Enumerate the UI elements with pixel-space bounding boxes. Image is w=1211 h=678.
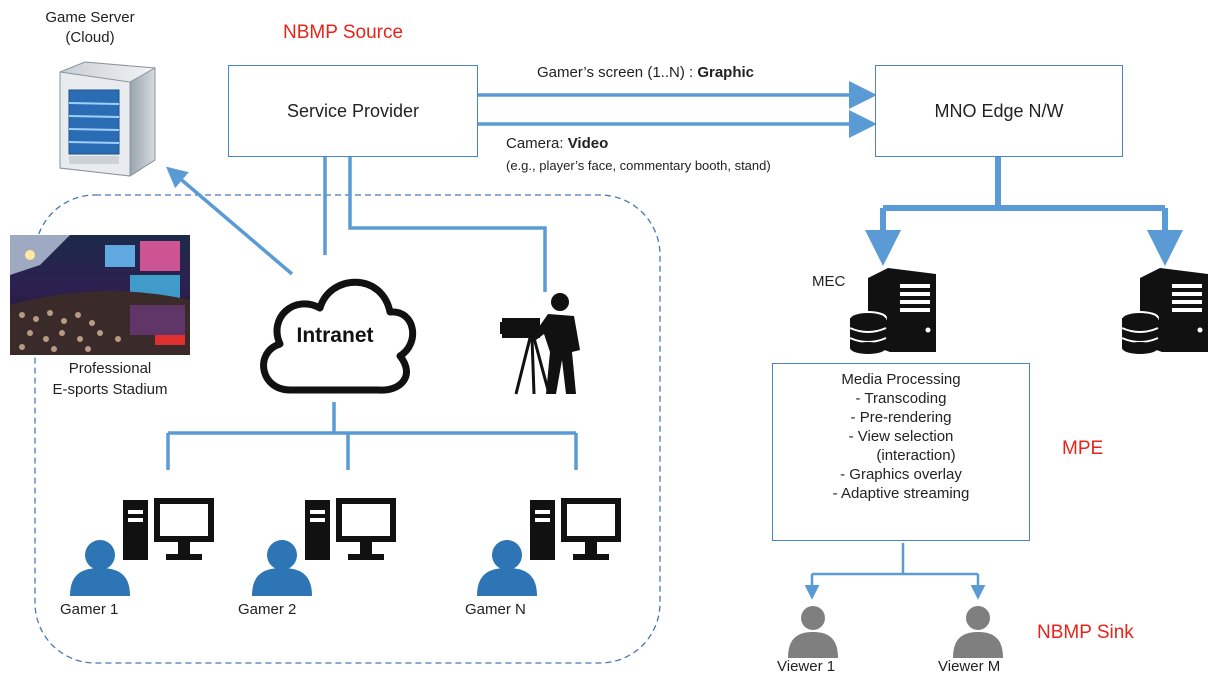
graphic-flow-label: Gamer’s screen (1..N) : Graphic	[537, 64, 755, 81]
gamerN-label: Gamer N	[465, 601, 526, 618]
intranet-cloud-icon: Intranet	[260, 278, 417, 394]
mp-item-interaction: (interaction)	[876, 447, 956, 464]
media-processing-title: Media Processing	[841, 371, 961, 388]
mec2-server-icon	[1121, 268, 1208, 354]
game-server-label: Game Server (Cloud)	[45, 9, 135, 46]
viewer1-label: Viewer 1	[777, 658, 836, 675]
mpe-label: MPE	[1062, 438, 1104, 459]
nbmp-sink-label: NBMP Sink	[1037, 622, 1134, 643]
media-processing-box: Media Processing - Transcoding - Pre-ren…	[772, 363, 1030, 541]
mp-item-prerendering: - Pre-rendering	[850, 409, 952, 426]
service-provider-box: Service Provider	[228, 65, 478, 157]
mp-item-adaptive-streaming: - Adaptive streaming	[832, 485, 970, 502]
intranet-label: Intranet	[296, 324, 373, 347]
intranet-boundary	[34, 194, 661, 664]
mp-item-graphics-overlay: - Graphics overlay	[840, 466, 962, 483]
mp-item-view-selection: - View selection	[848, 428, 954, 445]
gamer2-label: Gamer 2	[238, 601, 297, 618]
sp-to-camera-line	[348, 155, 547, 292]
mno-edge-label: MNO Edge N/W	[934, 100, 1064, 121]
stadium-photo	[10, 235, 190, 355]
service-provider-label: Service Provider	[286, 100, 420, 121]
nbmp-source-label: NBMP Source	[283, 22, 404, 43]
mec-label: MEC	[812, 273, 846, 290]
intranet-to-server-arrow	[166, 166, 294, 276]
viewerM-icon	[953, 606, 1003, 658]
mec1-server-icon	[849, 268, 936, 354]
cameraman-icon	[500, 293, 580, 395]
video-flow-label: Camera: Video	[506, 135, 609, 152]
viewer1-icon	[788, 606, 838, 658]
video-flow-note: (e.g., player’s face, commentary booth, …	[506, 158, 771, 173]
mp-item-transcoding: - Transcoding	[855, 390, 947, 407]
gamer2-icon	[252, 498, 396, 596]
gamer1-label: Gamer 1	[60, 601, 119, 618]
gamerN-icon	[477, 498, 621, 596]
gamer1-icon	[70, 498, 214, 596]
mno-edge-box: MNO Edge N/W	[875, 65, 1123, 157]
viewerM-label: Viewer M	[938, 658, 1001, 675]
game-server-icon	[59, 61, 156, 177]
stadium-label: Professional E-sports Stadium	[52, 360, 168, 398]
